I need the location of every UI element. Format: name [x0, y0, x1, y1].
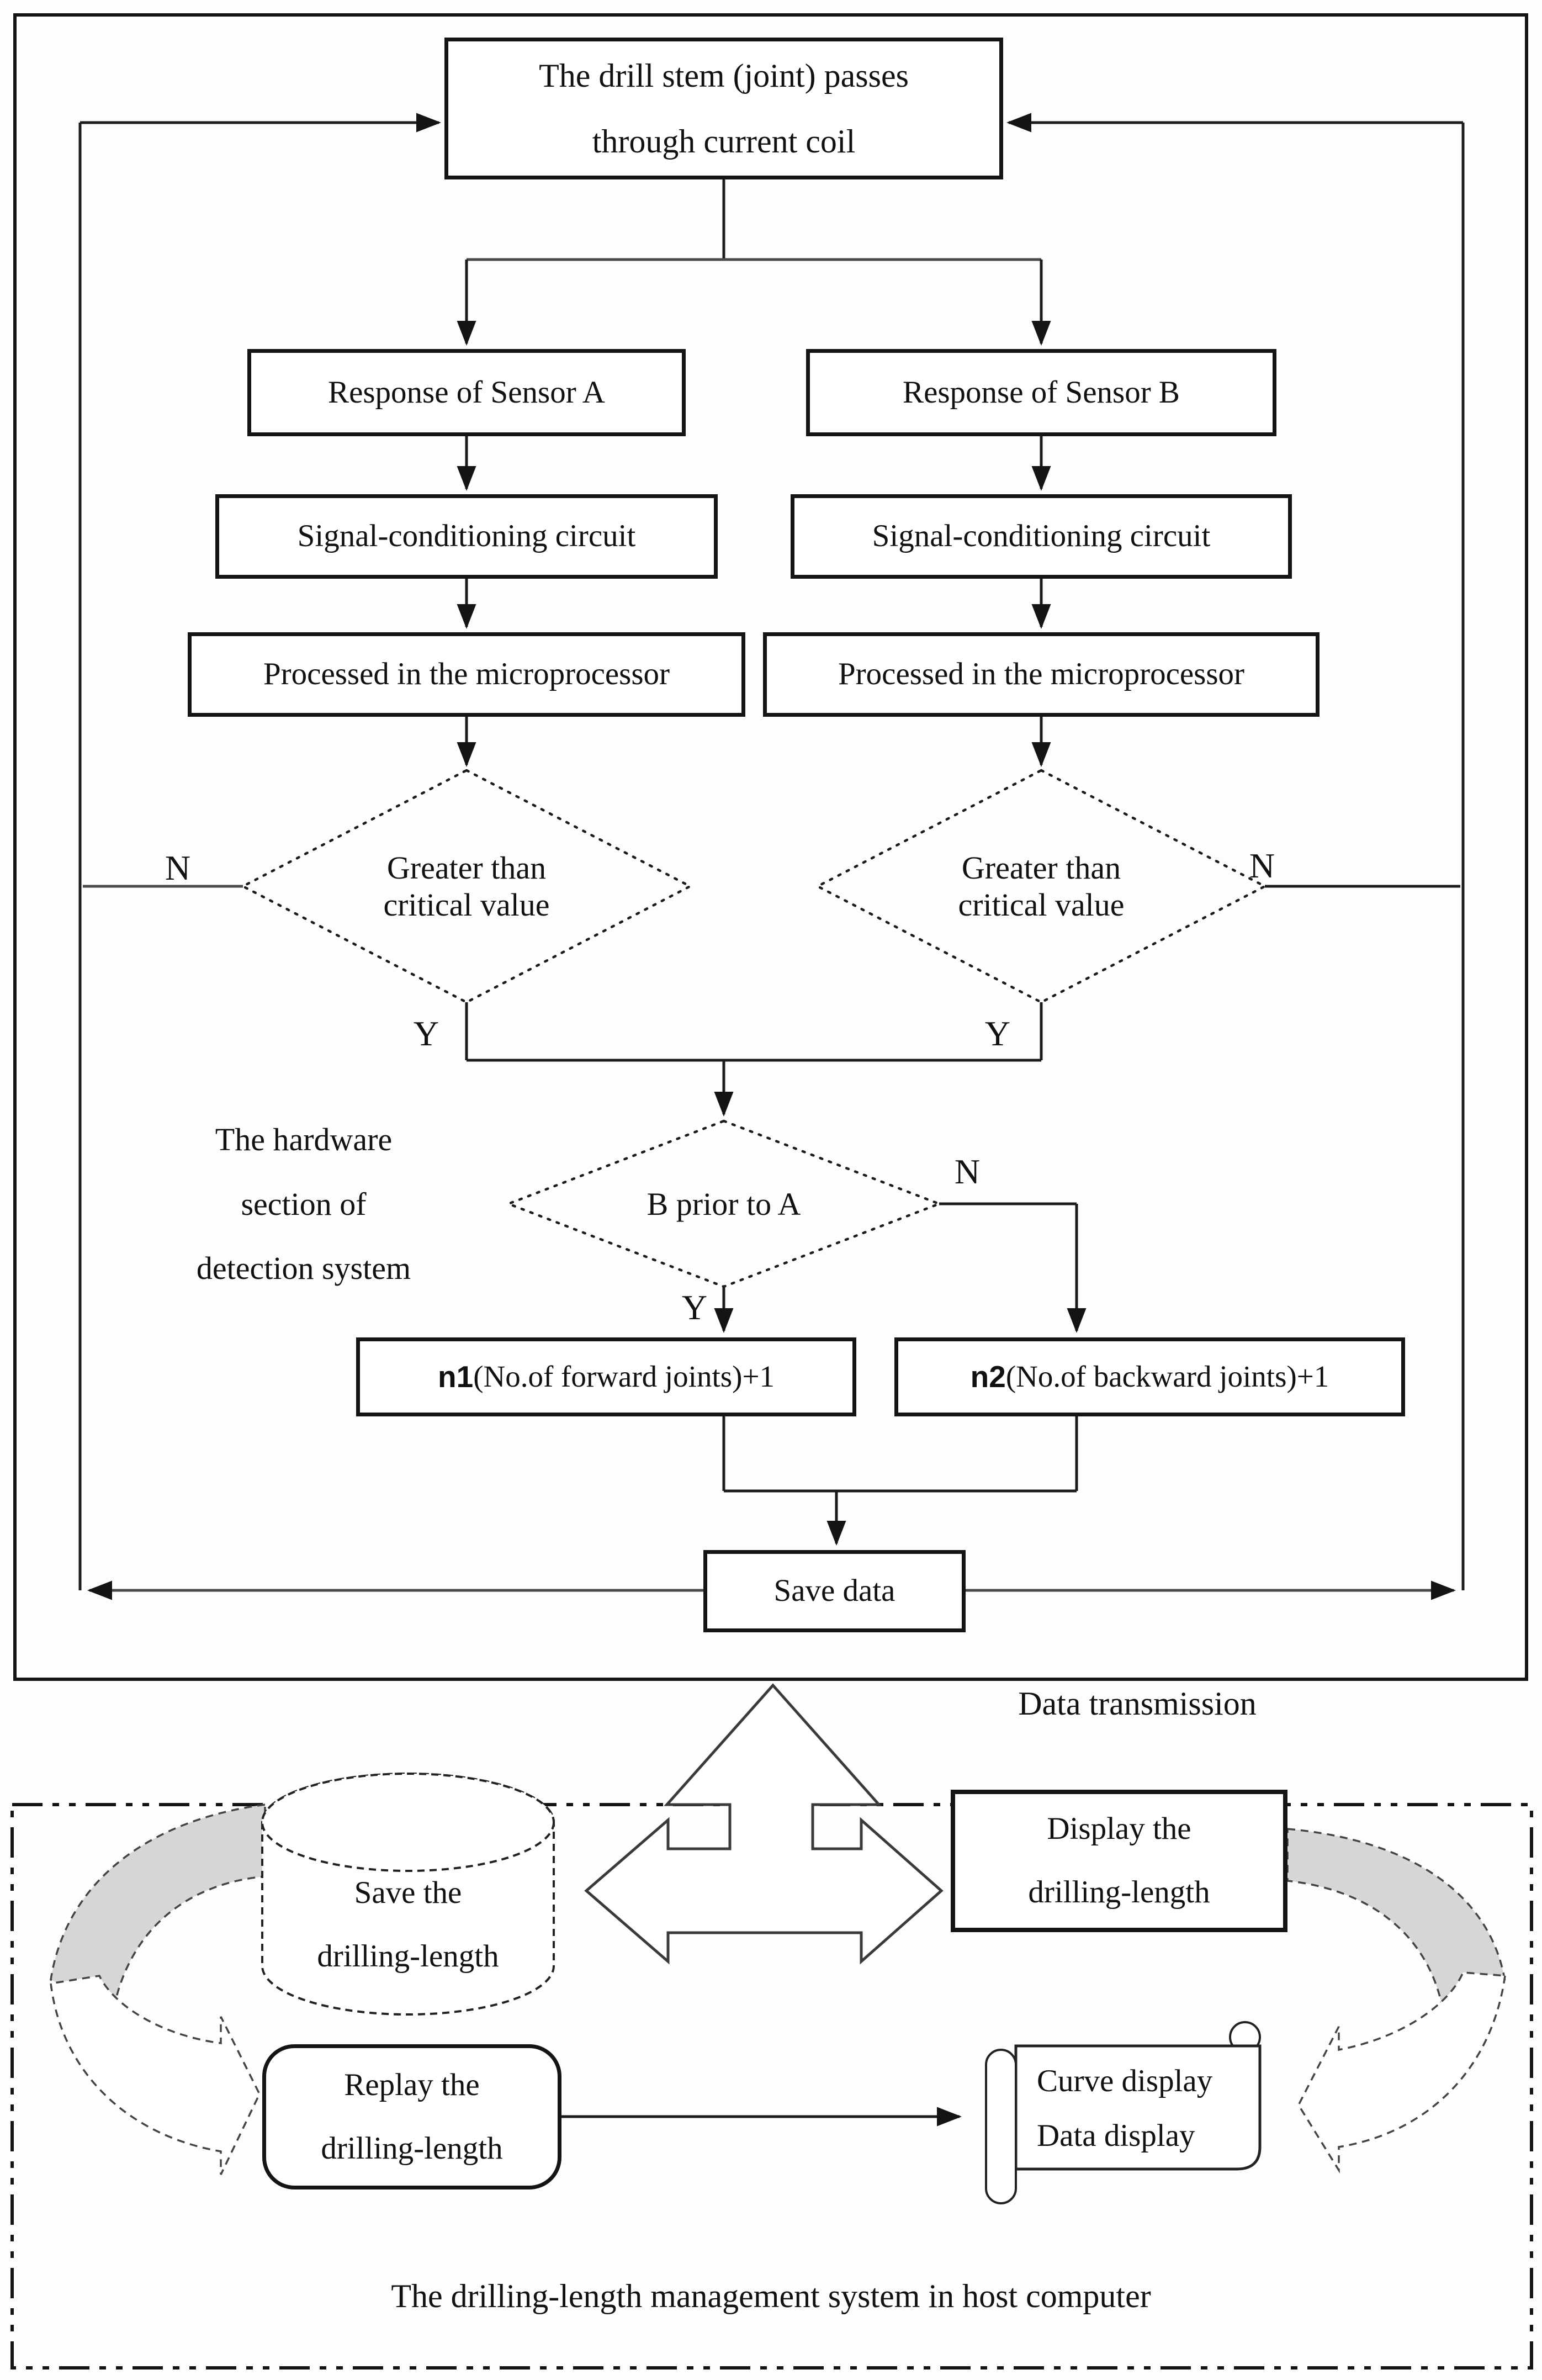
display-drilling-length-box: Display the drilling-length: [951, 1790, 1287, 1932]
cylinder-top-ellipse: [261, 1773, 555, 1872]
signal-conditioning-a-box: Signal-conditioning circuit: [215, 494, 718, 579]
sensor-a-box: Response of Sensor A: [247, 349, 686, 436]
host-computer-caption: The drilling-length management system in…: [391, 2277, 1151, 2314]
decision-b-yes-label: Y: [984, 1014, 1011, 1053]
curve-data-display-scroll-text: Curve display Data display: [1037, 2064, 1213, 2153]
decision-a-diamond: [240, 769, 693, 1004]
scroll-panel: [1014, 2044, 1262, 2171]
priority-yes-label: Y: [681, 1288, 708, 1327]
sensor-b-box: Response of Sensor B: [806, 349, 1276, 436]
save-data-box: Save data: [703, 1550, 966, 1632]
microprocessor-a-box: Processed in the microprocessor: [188, 632, 745, 717]
three-way-transmission-arrow: [584, 1683, 944, 1965]
scroll-left-roll: [985, 2049, 1017, 2204]
hardware-section-label: The hardware section of detection system: [196, 1122, 411, 1286]
right-white-ribbon-arrow: [1297, 1971, 1506, 2174]
decision-b-text: Greater than critical value: [958, 850, 1125, 923]
priority-no-label: N: [954, 1152, 981, 1191]
decision-a-text: Greater than critical value: [383, 850, 550, 923]
n1-forward-joints-box: n1 (No.of forward joints)+1: [356, 1337, 856, 1416]
decision-priority-diamond: [505, 1119, 943, 1288]
signal-conditioning-b-box: Signal-conditioning circuit: [791, 494, 1292, 579]
flow-lines: [78, 113, 1465, 2127]
left-white-ribbon-arrow: [50, 1975, 261, 2175]
hardware-section-frame: [13, 13, 1528, 1681]
left-gray-ribbon: [50, 1803, 266, 2013]
decision-b-diamond: [815, 769, 1268, 1004]
decision-a-yes-label: Y: [413, 1014, 439, 1053]
n2-backward-joints-box: n2 (No.of backward joints)+1: [894, 1337, 1405, 1416]
microprocessor-b-box: Processed in the microprocessor: [763, 632, 1320, 717]
decision-a-no-label: N: [165, 848, 191, 887]
top-box-drill-stem: The drill stem (joint) passes through cu…: [444, 38, 1003, 179]
data-transmission-label: Data transmission: [1018, 1685, 1257, 1722]
replay-drilling-length-box: Replay the drilling-length: [262, 2044, 561, 2189]
save-drilling-length-cylinder-text: Save the drilling-length: [317, 1875, 499, 1974]
decision-b-no-label: N: [1249, 846, 1275, 885]
right-gray-ribbon: [1286, 1828, 1506, 2013]
decision-priority-text: B prior to A: [647, 1186, 801, 1222]
